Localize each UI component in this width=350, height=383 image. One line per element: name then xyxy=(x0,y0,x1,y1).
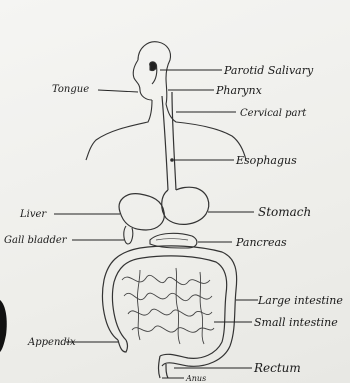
esophagus-tube xyxy=(162,92,176,190)
label-pancreas: Pancreas xyxy=(235,236,287,249)
label-cervical: Cervical part xyxy=(240,108,307,119)
dark-shadow xyxy=(0,300,7,352)
gall-bladder-organ xyxy=(124,226,133,244)
label-gall-bladder: Gall bladder xyxy=(4,235,68,246)
small-intestine xyxy=(122,268,214,344)
large-intestine xyxy=(103,246,237,378)
leader-lines xyxy=(54,70,258,378)
label-anus: Anus xyxy=(185,374,206,383)
liver-organ xyxy=(119,194,164,230)
label-appendix: Appendix xyxy=(27,337,76,348)
label-pharynx: Pharynx xyxy=(215,84,263,97)
label-small-intestine: Small intestine xyxy=(254,316,338,329)
label-large-intestine: Large intestine xyxy=(257,294,343,307)
label-rectum: Rectum xyxy=(253,361,301,375)
label-esophagus: Esophagus xyxy=(235,154,297,167)
label-stomach: Stomach xyxy=(258,205,311,219)
label-parotid: Parotid Salivary xyxy=(223,64,314,77)
body-outline xyxy=(86,42,246,160)
label-tongue: Tongue xyxy=(52,84,89,95)
stomach-organ xyxy=(162,187,209,224)
label-liver: Liver xyxy=(19,209,47,220)
